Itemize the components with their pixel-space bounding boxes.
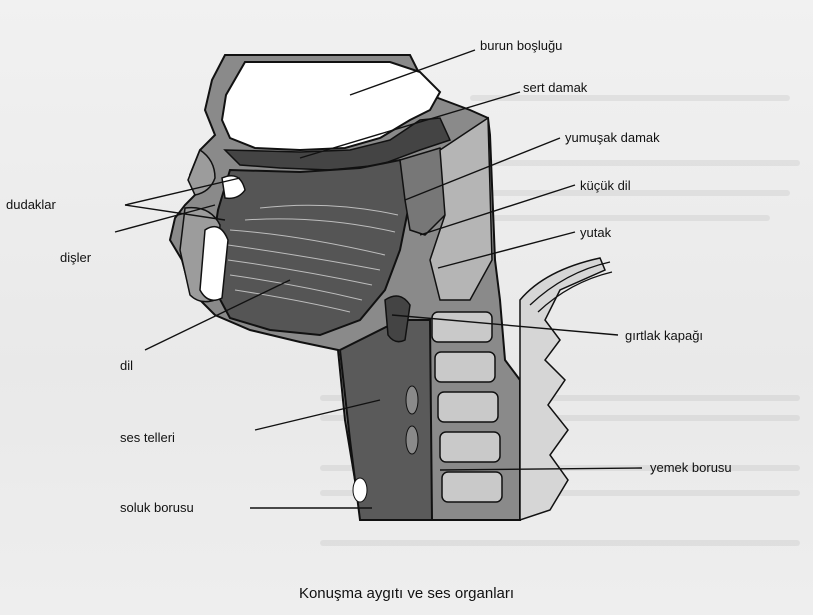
vocal-cord bbox=[406, 386, 418, 414]
label-ses-telleri: ses telleri bbox=[120, 430, 175, 445]
trachea-ring bbox=[353, 478, 367, 502]
spine-processes bbox=[520, 258, 605, 520]
label-kucuk-dil: küçük dil bbox=[580, 178, 631, 193]
vertebra bbox=[432, 312, 492, 342]
label-yutak: yutak bbox=[580, 225, 611, 240]
vertebra bbox=[435, 352, 495, 382]
label-yumusak-damak: yumuşak damak bbox=[565, 130, 660, 145]
label-girtlak-kapagi: gırtlak kapağı bbox=[625, 328, 703, 343]
label-dil: dil bbox=[120, 358, 133, 373]
label-burun-boslugu: burun boşluğu bbox=[480, 38, 562, 53]
vertebra bbox=[442, 472, 502, 502]
vertebra bbox=[438, 392, 498, 422]
label-sert-damak: sert damak bbox=[523, 80, 587, 95]
vocal-cord bbox=[406, 426, 418, 454]
epiglottis bbox=[385, 296, 410, 342]
label-dudaklar: dudaklar bbox=[6, 197, 56, 212]
label-disler: dişler bbox=[60, 250, 91, 265]
label-soluk-borusu: soluk borusu bbox=[120, 500, 194, 515]
figure-caption: Konuşma aygıtı ve ses organları bbox=[0, 585, 813, 602]
vertebra bbox=[440, 432, 500, 462]
label-yemek-borusu: yemek borusu bbox=[650, 460, 732, 475]
